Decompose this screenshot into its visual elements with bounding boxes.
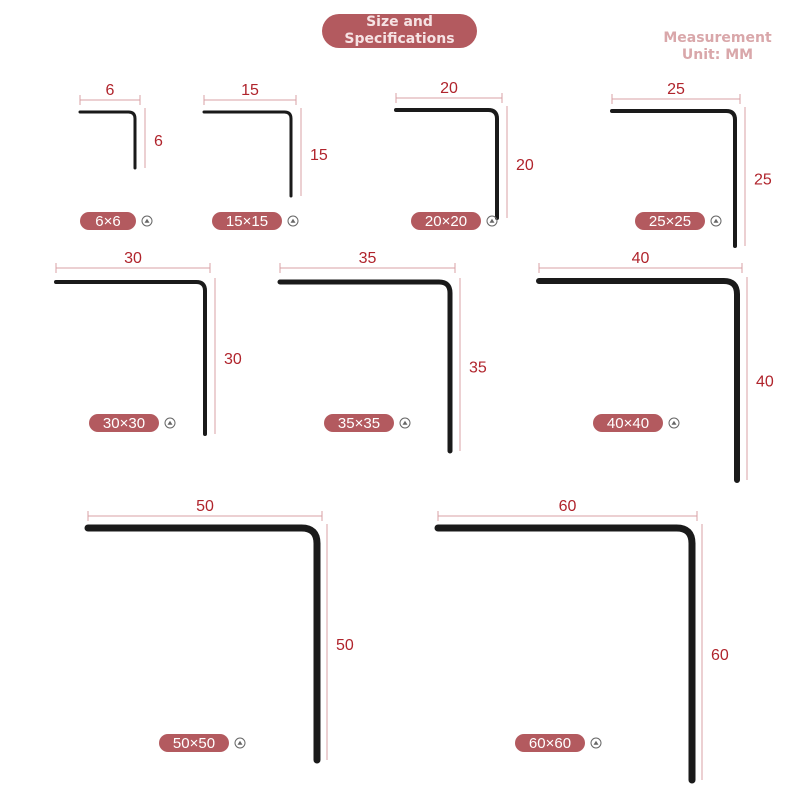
size-badge-label: 20×20	[425, 213, 467, 230]
icon-triangle	[402, 420, 408, 425]
title-line-2: Specifications	[344, 31, 455, 47]
triangle-circle-icon	[164, 417, 176, 429]
height-dimension-label: 20	[516, 157, 534, 174]
triangle-circle-icon	[590, 737, 602, 749]
size-badge	[593, 414, 663, 432]
height-dimension-label: 6	[154, 133, 163, 150]
angle-profile-6: 35 35 35×35	[277, 250, 487, 454]
size-badge-label: 6×6	[95, 213, 120, 230]
icon-triangle	[144, 218, 150, 223]
size-badge-label: 35×35	[338, 415, 380, 432]
triangle-circle-icon	[668, 417, 680, 429]
angle-profile-shape	[434, 524, 696, 784]
height-dimension-label: 35	[469, 360, 487, 377]
icon-triangle	[489, 218, 495, 223]
icon-circle	[590, 737, 602, 749]
width-dimension-label: 60	[559, 498, 577, 515]
icon-triangle	[671, 420, 677, 425]
angle-profile-shape	[78, 110, 137, 170]
angle-profile-9: 60 60 60×60	[434, 498, 729, 784]
height-dimension-label: 50	[336, 637, 354, 654]
height-dimension-label: 25	[754, 172, 772, 189]
size-badge	[159, 734, 229, 752]
size-badge	[80, 212, 136, 230]
angle-profile-5: 30 30 30×30	[54, 250, 242, 436]
size-badge	[411, 212, 481, 230]
angle-profile-shape	[84, 524, 321, 764]
angle-profile-shape	[394, 108, 499, 220]
angle-profile-1: 6 6 6×6	[78, 82, 163, 230]
angle-profile-shape	[536, 278, 740, 483]
triangle-circle-icon	[710, 215, 722, 227]
triangle-circle-icon	[287, 215, 299, 227]
angle-profile-shape	[277, 279, 453, 454]
width-dimension-label: 40	[632, 250, 650, 267]
icon-circle	[399, 417, 411, 429]
triangle-circle-icon	[141, 215, 153, 227]
angle-profile-2: 15 15 15×15	[202, 82, 328, 230]
icon-circle	[710, 215, 722, 227]
width-dimension-label: 15	[241, 82, 259, 99]
unit-line-2: Unit: MM	[681, 47, 754, 63]
size-badge	[515, 734, 585, 752]
angle-profile-shape	[202, 110, 293, 198]
icon-circle	[287, 215, 299, 227]
angle-profile-7: 40 40 40×40	[536, 250, 774, 483]
width-dimension-label: 50	[196, 498, 214, 515]
icon-triangle	[167, 420, 173, 425]
height-dimension-label: 15	[310, 147, 328, 164]
icon-circle	[164, 417, 176, 429]
icon-circle	[234, 737, 246, 749]
width-dimension-label: 20	[440, 80, 458, 97]
triangle-circle-icon	[486, 215, 498, 227]
size-badge-label: 30×30	[103, 415, 145, 432]
icon-triangle	[713, 218, 719, 223]
icon-circle	[486, 215, 498, 227]
icon-circle	[141, 215, 153, 227]
angle-profile-3: 20 20 20×20	[394, 80, 534, 230]
icon-circle	[668, 417, 680, 429]
size-badge-label: 25×25	[649, 213, 691, 230]
width-dimension-label: 25	[667, 81, 685, 98]
icon-triangle	[290, 218, 296, 223]
angle-profile-shape	[610, 109, 737, 248]
angle-profile-8: 50 50 50×50	[84, 498, 354, 764]
measurement-unit-note: Measurement Unit: MM	[655, 30, 780, 64]
title-badge: Size and Specifications	[322, 14, 477, 48]
height-dimension-label: 40	[756, 374, 774, 391]
angle-profile-shape	[54, 280, 207, 436]
width-dimension-label: 35	[359, 250, 377, 267]
size-badge-label: 60×60	[529, 735, 571, 752]
icon-triangle	[237, 740, 243, 745]
unit-line-1: Measurement	[663, 30, 772, 46]
size-badge	[324, 414, 394, 432]
title-line-1: Size and	[366, 14, 433, 30]
height-dimension-label: 60	[711, 647, 729, 664]
width-dimension-label: 30	[124, 250, 142, 267]
angle-profile-4: 25 25 25×25	[610, 81, 772, 248]
size-badge	[635, 212, 705, 230]
size-badge-label: 15×15	[226, 213, 268, 230]
triangle-circle-icon	[234, 737, 246, 749]
size-badge	[212, 212, 282, 230]
size-badge-label: 40×40	[607, 415, 649, 432]
icon-triangle	[593, 740, 599, 745]
triangle-circle-icon	[399, 417, 411, 429]
width-dimension-label: 6	[106, 82, 115, 99]
height-dimension-label: 30	[224, 351, 242, 368]
size-badge	[89, 414, 159, 432]
size-badge-label: 50×50	[173, 735, 215, 752]
